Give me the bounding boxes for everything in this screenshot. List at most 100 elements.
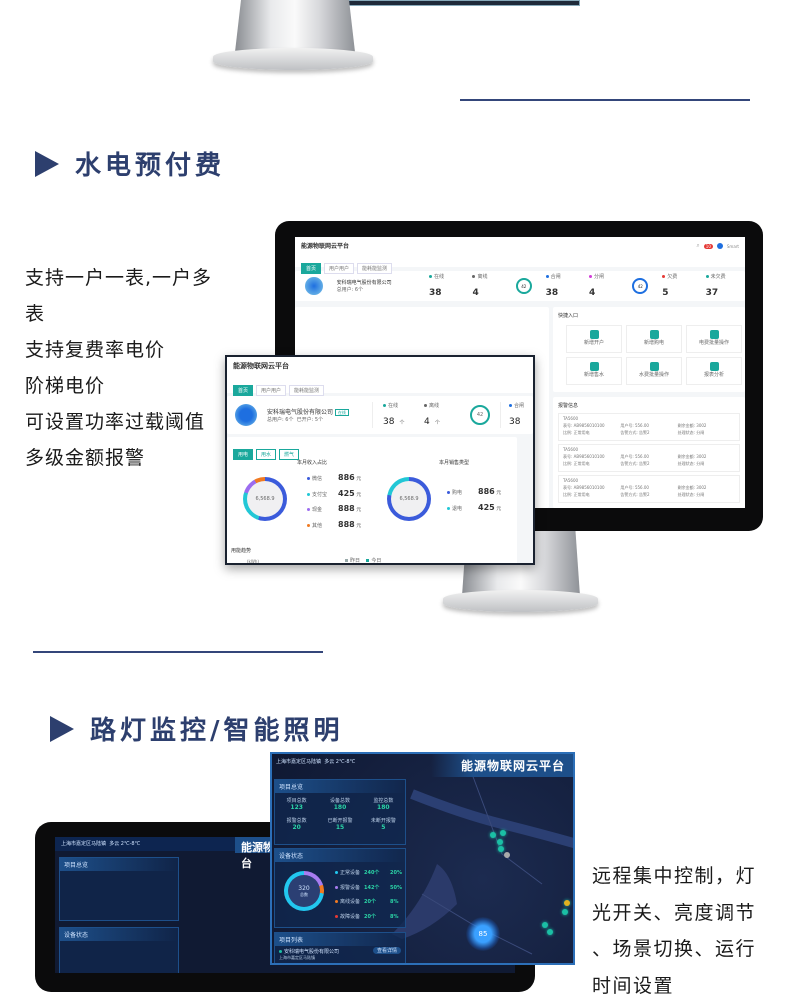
quick-buy-power[interactable]: 新增购电: [626, 325, 682, 353]
stat-label: 在线: [434, 274, 444, 280]
stat-ring: 42: [470, 405, 490, 425]
stat-label: 未欠费: [711, 274, 726, 280]
tab-home[interactable]: 首页: [301, 263, 321, 274]
trend-legend: 昨日 今日: [345, 557, 381, 564]
quick-report[interactable]: 报表分析: [686, 357, 742, 385]
stat-label: 分闸: [594, 274, 604, 280]
company-name: 安科瑞电气股份有限公司: [267, 409, 333, 416]
company-sub: 总用户: 6个: [337, 286, 415, 293]
alarm-title: 报警信息: [558, 402, 740, 409]
section-title: 水电预付费: [75, 145, 225, 182]
user-icon: [590, 330, 599, 339]
report-icon: [710, 362, 719, 371]
company-badge: 在线: [335, 409, 349, 416]
map-marker[interactable]: [500, 830, 506, 836]
feature-line: 、场景切换、运行: [592, 931, 756, 968]
trend-unit: (kWh): [247, 559, 259, 564]
map-marker[interactable]: [497, 839, 503, 845]
stat-label: 合闸: [551, 274, 561, 280]
energy-tab-electric[interactable]: 用电: [233, 449, 253, 460]
quick-entry-card: 快捷入口 新增开户 新增购电 电费批量操作 新增售水 水费批量操作 报表分析: [553, 307, 745, 392]
map-cluster[interactable]: 85: [466, 917, 500, 951]
panel-app-title: 能源物联网云平台: [233, 361, 527, 371]
income-title: 本月收入占比: [297, 459, 327, 466]
tab-users[interactable]: 用户用户: [324, 263, 354, 274]
map-marker[interactable]: [490, 832, 496, 838]
tab-monitor[interactable]: 能耗能监测: [357, 263, 392, 274]
stat-ring: 42: [516, 278, 532, 294]
map-marker[interactable]: [504, 852, 510, 858]
status-title: 设备状态: [275, 849, 405, 862]
map-marker[interactable]: [498, 846, 504, 852]
section-heading-streetlight: 路灯监控/智能照明: [50, 710, 344, 747]
panel-tab-users[interactable]: 用户用户: [256, 385, 286, 396]
divider-middle: [33, 651, 323, 653]
panel-tab-monitor[interactable]: 能耗能监测: [289, 385, 324, 396]
map-marker[interactable]: [547, 929, 553, 935]
stat-label: 离线: [477, 274, 487, 280]
project-list-title: 项目列表: [275, 933, 405, 946]
status-total: 320: [298, 885, 309, 892]
map-marker[interactable]: [542, 922, 548, 928]
prepaid-features: 支持一户一表,一户多 表 支持复费率电价 阶梯电价 可设置功率过载阈值 多级金额…: [25, 260, 212, 476]
feature-line: 阶梯电价: [25, 368, 212, 404]
stat-value: 5: [662, 288, 668, 298]
feature-line: 远程集中控制，灯: [592, 858, 756, 895]
stat-ring: 42: [632, 278, 648, 294]
search-icon[interactable]: ⌕: [696, 242, 699, 250]
company-name: 安科瑞电气股份有限公司: [337, 279, 415, 286]
feature-line: 光开关、亮度调节: [592, 895, 756, 932]
overview-value: 123: [275, 804, 318, 811]
overview-value: 180: [362, 804, 405, 811]
stat-value: 4: [424, 417, 430, 427]
map-marker[interactable]: [564, 900, 570, 906]
company-logo: [305, 277, 323, 295]
stat-value: 38: [546, 288, 559, 298]
view-detail-button[interactable]: 查看详情: [373, 947, 401, 954]
feature-line: 多级金额报警: [25, 440, 212, 476]
avatar[interactable]: [717, 243, 723, 249]
quick-title: 快捷入口: [558, 312, 740, 319]
overview-value: 15: [318, 824, 361, 831]
quick-sell-water[interactable]: 新增售水: [566, 357, 622, 385]
triangle-icon: [50, 716, 74, 742]
panel-tab-home[interactable]: 首页: [233, 385, 253, 396]
income-total: 6,568.9: [247, 481, 283, 517]
feature-line: 支持复费率电价: [25, 332, 212, 368]
trend-title: 用能趋势: [231, 547, 251, 554]
batch-water-icon: [650, 362, 659, 371]
zoomed-dashboard-panel: 能源物联网云平台 首页用户用户能耗能监测 安科瑞电气股份有限公司 在线总用户: …: [225, 355, 535, 565]
quick-batch-power[interactable]: 电费批量操作: [686, 325, 742, 353]
stat-value: 38: [383, 417, 394, 427]
company-logo: [235, 404, 257, 426]
stat-value: 4: [589, 288, 595, 298]
divider-top: [460, 99, 750, 101]
feature-line: 支持一户一表,一户多: [25, 260, 212, 296]
energy-tab-water[interactable]: 用水: [256, 449, 276, 460]
stat-value: 38: [429, 288, 442, 298]
project-list-panel: 项目列表 安科瑞电气股份有限公司查看详情上海市嘉定区马陆镇: [274, 932, 406, 965]
stat-label: 欠费: [667, 274, 677, 280]
quick-new-account[interactable]: 新增开户: [566, 325, 622, 353]
quick-batch-water[interactable]: 水费批量操作: [626, 357, 682, 385]
section-heading-prepaid: 水电预付费: [35, 145, 225, 182]
batch-icon: [710, 330, 719, 339]
overview-title: 项目总览: [275, 780, 405, 793]
notification-badge[interactable]: 10: [704, 244, 713, 249]
map-marker[interactable]: [562, 909, 568, 915]
app-title: 能源物联网云平台: [301, 241, 739, 250]
sales-title: 本月销售类型: [439, 459, 469, 466]
stat-value: 4: [472, 288, 478, 298]
overview-value: 20: [275, 824, 318, 831]
power-icon: [650, 330, 659, 339]
weather: 多云 2℃-8℃: [324, 759, 355, 765]
user-name[interactable]: Smart: [727, 244, 739, 249]
